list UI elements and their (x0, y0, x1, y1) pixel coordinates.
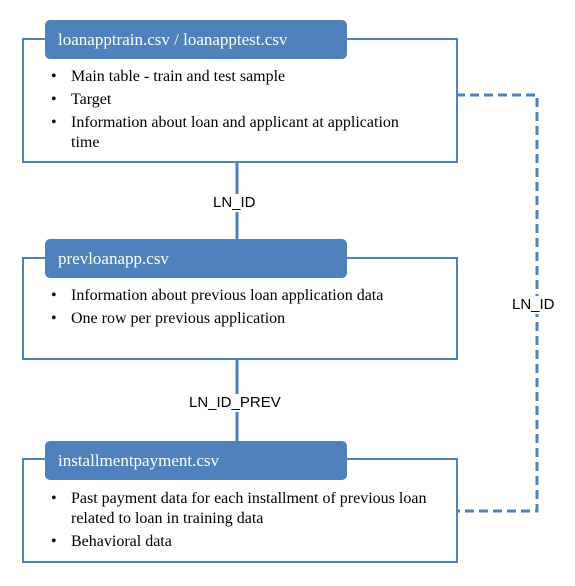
bullet-item: Behavioral data (51, 532, 431, 552)
table-bullets-loanapp: Main table - train and test sample Targe… (51, 67, 421, 156)
bullet-item: Main table - train and test sample (51, 67, 421, 87)
link-label-ln-id-dashed: LN_ID (512, 296, 555, 314)
link-label-ln-id: LN_ID (213, 194, 256, 212)
bullet-item: Information about previous loan applicat… (51, 286, 431, 306)
bullet-item: One row per previous application (51, 309, 431, 329)
bullet-item: Past payment data for each installment o… (51, 489, 431, 529)
table-bullets-prevloanapp: Information about previous loan applicat… (51, 286, 431, 332)
table-bullets-installmentpayment: Past payment data for each installment o… (51, 489, 431, 555)
bullet-item: Information about loan and applicant at … (51, 113, 421, 153)
bullet-item: Target (51, 90, 421, 110)
link-label-ln-id-prev: LN_ID_PREV (189, 394, 281, 412)
table-header-prevloanapp: prevloanapp.csv (45, 239, 347, 278)
table-header-installmentpayment: installmentpayment.csv (45, 441, 347, 480)
table-header-loanapp: loanapptrain.csv / loanapptest.csv (45, 20, 347, 59)
